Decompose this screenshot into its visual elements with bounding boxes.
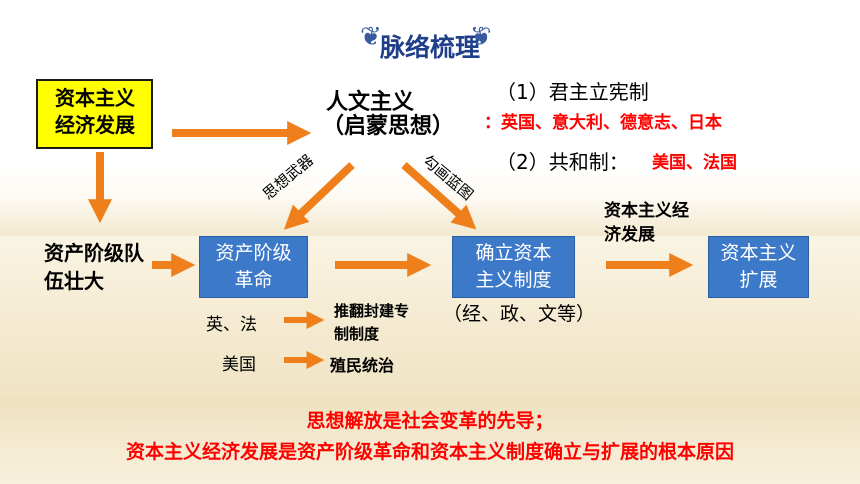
republic-label: （2）共和制：	[496, 150, 629, 174]
arrow-humanism-to-system	[401, 162, 477, 230]
establish-system-box: 确立资本主义制度	[452, 236, 575, 298]
constitutional-monarchy-countries: ：英国、意大利、德意志、日本	[484, 113, 722, 133]
us-result: 殖民统治	[330, 356, 395, 375]
republic-countries: 美国、法国	[652, 153, 737, 173]
system-note: （经、政、文等）	[443, 303, 596, 325]
bourgeois-revolution-box: 资产阶级革命	[199, 236, 308, 298]
uk-fr-result: 推翻封建专制制度	[334, 302, 410, 343]
background-band	[0, 196, 860, 236]
capitalism-econ-label: 资本主义经济发展	[55, 86, 135, 137]
econ-label-right: 资本主义经济发展	[604, 201, 689, 245]
page-title: 脉络梳理	[379, 33, 480, 62]
arrow-humanism-to-revolution	[283, 162, 355, 230]
background-band-bottom	[0, 395, 860, 484]
humanism-label: 人文主义	[326, 90, 415, 115]
establish-system-label: 确立资本主义制度	[475, 242, 552, 291]
capitalism-expand-box: 资本主义扩展	[708, 236, 809, 298]
constitutional-monarchy-label: （1）君主立宪制	[496, 80, 649, 104]
us-label: 美国	[222, 355, 256, 375]
capitalism-econ-box	[36, 79, 153, 149]
uk-fr-label: 英、法	[206, 315, 257, 335]
left-ornament-icon: ❦	[360, 22, 382, 52]
capitalism-expand-label: 资本主义扩展	[720, 242, 797, 291]
bourgeoisie-growth-label: 资产阶级队伍壮大	[44, 241, 144, 293]
enlightenment-label: （启蒙思想）	[322, 114, 455, 139]
bourgeois-revolution-label: 资产阶级革命	[215, 242, 292, 291]
conclusion-line-1: 思想解放是社会变革的先导；	[306, 410, 554, 432]
conclusion-line-2: 资本主义经济发展是资产阶级革命和资本主义制度确立与扩展的根本原因	[125, 441, 734, 463]
